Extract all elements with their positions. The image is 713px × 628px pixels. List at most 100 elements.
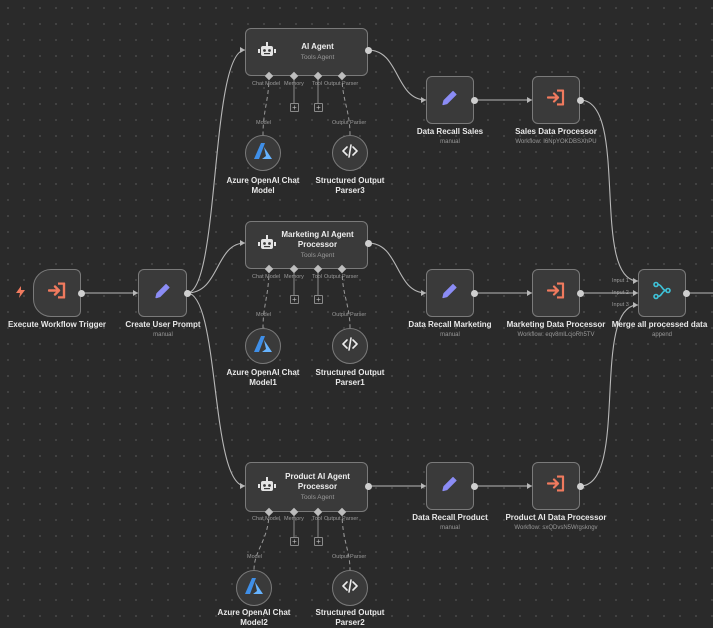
- merge-arrows-icon: [652, 281, 672, 305]
- node-ai-agent[interactable]: AI Agent Tools Agent: [245, 28, 368, 76]
- output-port[interactable]: [577, 483, 584, 490]
- node-product-ai-agent[interactable]: Product AI Agent Processor Tools Agent: [245, 462, 368, 512]
- sign-in-arrow-icon: [546, 282, 565, 304]
- node-label-recall-product: Data Recall Product: [412, 513, 488, 522]
- add-tool-button[interactable]: +: [314, 103, 323, 112]
- node-structured-output-parser2[interactable]: [332, 570, 368, 606]
- node-sales-data-processor[interactable]: [532, 76, 580, 124]
- output-port[interactable]: [365, 47, 372, 54]
- add-memory-button[interactable]: +: [290, 295, 299, 304]
- merge-input-3-label: Input 3: [612, 302, 629, 308]
- edge-product-merge: [579, 304, 639, 487]
- node-execute-workflow-trigger[interactable]: [33, 269, 81, 317]
- node-label-trigger: Execute Workflow Trigger: [7, 320, 107, 329]
- node-label-azure3: Azure OpenAI Chat Model2: [217, 608, 291, 627]
- port-label-memory: Memory: [284, 274, 304, 280]
- robot-icon: [258, 234, 276, 256]
- node-merge-all-processed-data[interactable]: [638, 269, 686, 317]
- output-port[interactable]: [365, 483, 372, 490]
- pencil-icon: [154, 282, 172, 305]
- node-data-recall-marketing[interactable]: [426, 269, 474, 317]
- add-tool-button[interactable]: +: [314, 537, 323, 546]
- output-port[interactable]: [365, 240, 372, 247]
- node-marketing-ai-agent[interactable]: Marketing AI Agent Processor Tools Agent: [245, 221, 368, 269]
- edge-sales-merge: [579, 99, 639, 282]
- node-label-parser2: Structured Output Parser2: [315, 608, 385, 627]
- add-tool-button[interactable]: +: [314, 295, 323, 304]
- output-port[interactable]: [184, 290, 191, 297]
- dashed-edge-1a: [262, 75, 270, 136]
- node-label-recall-marketing: Data Recall Marketing: [408, 320, 492, 329]
- node-label-azure2: Azure OpenAI Chat Model1: [226, 368, 300, 387]
- node-data-recall-product[interactable]: [426, 462, 474, 510]
- node-label-marketing-processor: Marketing Data Processor: [506, 320, 606, 329]
- add-memory-button[interactable]: +: [290, 537, 299, 546]
- node-marketing-data-processor[interactable]: [532, 269, 580, 317]
- edge-marketing-agent-recall: [367, 242, 427, 294]
- node-sub-sales-processor: Workflow: I6NpYOKDBSXhPU: [515, 139, 597, 145]
- output-port[interactable]: [471, 97, 478, 104]
- node-title-marketing-agent: Marketing AI Agent Processor: [281, 230, 354, 249]
- azure-logo-icon: [254, 142, 272, 164]
- node-label-recall-sales: Data Recall Sales: [416, 127, 484, 136]
- node-sub-marketing-processor: Workflow: eqv8mlLcjoRh5TV: [517, 332, 595, 338]
- robot-icon: [258, 476, 276, 498]
- code-icon: [342, 143, 358, 163]
- node-label-parser1: Structured Output Parser1: [315, 368, 385, 387]
- dashed-edge-2a: [262, 268, 270, 329]
- port-label-output-parser: Output Parser: [324, 516, 359, 522]
- port-label-output-parser: Output Parser: [324, 81, 359, 87]
- sign-in-arrow-icon: [546, 475, 565, 497]
- sub-port-label-model: Model: [247, 554, 262, 560]
- port-label-tool: Tool: [312, 516, 323, 522]
- port-label-tool: Tool: [312, 274, 323, 280]
- port-label-output-parser: Output Parser: [324, 274, 359, 280]
- output-port[interactable]: [471, 290, 478, 297]
- node-label-product-processor: Product AI Data Processor: [505, 513, 607, 522]
- node-sub-recall-marketing: manual: [440, 332, 460, 338]
- node-label-merge: Merge all processed data: [611, 320, 708, 329]
- output-port[interactable]: [471, 483, 478, 490]
- output-port[interactable]: [683, 290, 690, 297]
- node-azure-openai-chat-model[interactable]: [245, 135, 281, 171]
- node-azure-openai-chat-model1[interactable]: [245, 328, 281, 364]
- dashed-edge-1b: [341, 75, 351, 136]
- add-memory-button[interactable]: +: [290, 103, 299, 112]
- robot-icon: [258, 41, 276, 63]
- output-port[interactable]: [577, 290, 584, 297]
- sign-in-arrow-icon: [546, 89, 565, 111]
- node-product-ai-data-processor[interactable]: [532, 462, 580, 510]
- node-title-product-agent: Product AI Agent Processor: [285, 472, 350, 491]
- pencil-icon: [441, 282, 459, 305]
- node-label-azure1: Azure OpenAI Chat Model: [226, 176, 300, 195]
- port-label-tool: Tool: [312, 81, 323, 87]
- node-sub-recall-product: manual: [440, 525, 460, 531]
- port-label-chat-model: Chat Model: [252, 516, 281, 522]
- output-port[interactable]: [78, 290, 85, 297]
- edge-prompt-marketing-agent: [186, 242, 246, 294]
- sub-port-label-model: Model: [256, 120, 271, 126]
- code-icon: [342, 336, 358, 356]
- node-create-user-prompt[interactable]: [138, 269, 187, 317]
- node-sub-ai-agent: Tools Agent: [300, 54, 335, 61]
- sign-in-arrow-icon: [47, 282, 66, 304]
- edge-prompt-ai-agent: [186, 49, 246, 294]
- output-port[interactable]: [577, 97, 584, 104]
- node-azure-openai-chat-model2[interactable]: [236, 570, 272, 606]
- port-label-memory: Memory: [284, 81, 304, 87]
- sub-port-label-output-parser: Output Parser: [332, 312, 367, 318]
- merge-input-2-label: Input 2: [612, 290, 629, 296]
- node-label-sales-processor: Sales Data Processor: [515, 127, 597, 136]
- merge-input-1-label: Input 1: [612, 278, 629, 284]
- sub-port-label-output-parser: Output Parser: [332, 554, 367, 560]
- code-icon: [342, 578, 358, 598]
- pencil-icon: [441, 89, 459, 112]
- sub-port-label-output-parser: Output Parser: [332, 120, 367, 126]
- node-structured-output-parser3[interactable]: [332, 135, 368, 171]
- edge-ai-agent-recall-sales: [367, 49, 427, 101]
- node-structured-output-parser1[interactable]: [332, 328, 368, 364]
- port-label-chat-model: Chat Model: [252, 81, 281, 87]
- node-data-recall-sales[interactable]: [426, 76, 474, 124]
- azure-logo-icon: [254, 335, 272, 357]
- node-sub-create-prompt: manual: [153, 332, 173, 338]
